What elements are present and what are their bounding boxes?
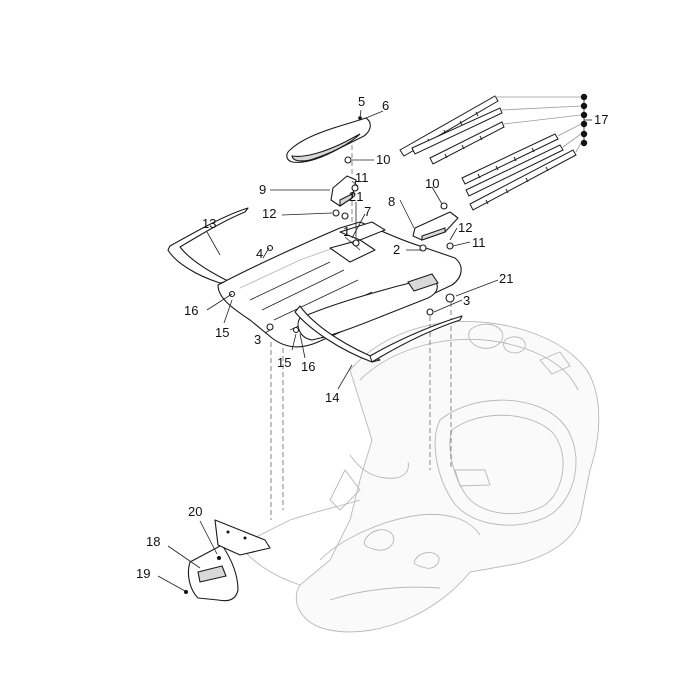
- callout-19: 19: [136, 566, 150, 581]
- callout-4: 4: [256, 246, 263, 261]
- fastener-3b: [266, 323, 274, 331]
- part-14-right-rail: [294, 305, 463, 363]
- callout-8: 8: [388, 194, 395, 209]
- callout-13: 13: [202, 216, 216, 231]
- fastener-15b: [292, 326, 300, 334]
- trim-strip-2: [411, 107, 503, 155]
- fastener-3a: [426, 308, 434, 316]
- callout-labels: 5 6 10 9 11 12 21 7 13 4 1 2 10 8 12 11 …: [136, 94, 608, 581]
- part-17-trim-strips: [399, 95, 577, 211]
- trim-strip-5: [465, 144, 564, 197]
- fastener-4: [266, 244, 274, 252]
- fastener-12a-2: [341, 212, 349, 220]
- callout-15-right: 15: [277, 355, 291, 370]
- callout-12-left: 12: [262, 206, 276, 221]
- fastener-12b: [419, 244, 427, 252]
- callout-9: 9: [259, 182, 266, 197]
- fastener-12a-1: [332, 209, 340, 217]
- fastener-11a: [351, 184, 359, 192]
- callout-6: 6: [382, 98, 389, 113]
- callout-16-left: 16: [184, 303, 198, 318]
- fastener-10a: [344, 156, 352, 164]
- part-13-left-rail: [167, 207, 249, 284]
- fastener-20: [217, 556, 221, 560]
- callout-3-left: 3: [254, 332, 261, 347]
- callout-12-right: 12: [458, 220, 472, 235]
- part-5-cover: [286, 116, 371, 163]
- trim-strip-4: [461, 133, 559, 185]
- part-1-footboard: [217, 221, 462, 348]
- callout-2: 2: [393, 242, 400, 257]
- part-17-dots: [495, 93, 592, 153]
- trim-strip-6: [469, 149, 577, 211]
- callout-7: 7: [364, 204, 371, 219]
- callout-10-right: 10: [425, 176, 439, 191]
- fastener-11b: [446, 242, 454, 250]
- leader-lines: [157, 109, 499, 592]
- callout-21-top: 21: [349, 189, 363, 204]
- fasteners: [184, 156, 455, 594]
- callout-11-top: 11: [355, 170, 369, 185]
- part-18-panel: [187, 544, 239, 602]
- callout-11-right: 11: [472, 235, 486, 250]
- part-20-bracket: [214, 519, 271, 556]
- callout-5: 5: [358, 94, 365, 109]
- trim-strip-3: [429, 121, 505, 165]
- callout-18: 18: [146, 534, 160, 549]
- callout-14: 14: [325, 390, 339, 405]
- callout-1: 1: [343, 224, 350, 239]
- part-9-clip: [330, 175, 357, 208]
- callout-15-left: 15: [215, 325, 229, 340]
- callout-20: 20: [188, 504, 202, 519]
- part-8-clip: [412, 211, 459, 241]
- fastener-10b: [440, 202, 448, 210]
- fastener-21b: [445, 293, 455, 303]
- callout-16-right: 16: [301, 359, 315, 374]
- callout-17: 17: [594, 112, 608, 127]
- callout-10-top: 10: [376, 152, 390, 167]
- scooter-body-outline: [239, 320, 600, 633]
- callout-21-right: 21: [499, 271, 513, 286]
- callout-3-right: 3: [463, 293, 470, 308]
